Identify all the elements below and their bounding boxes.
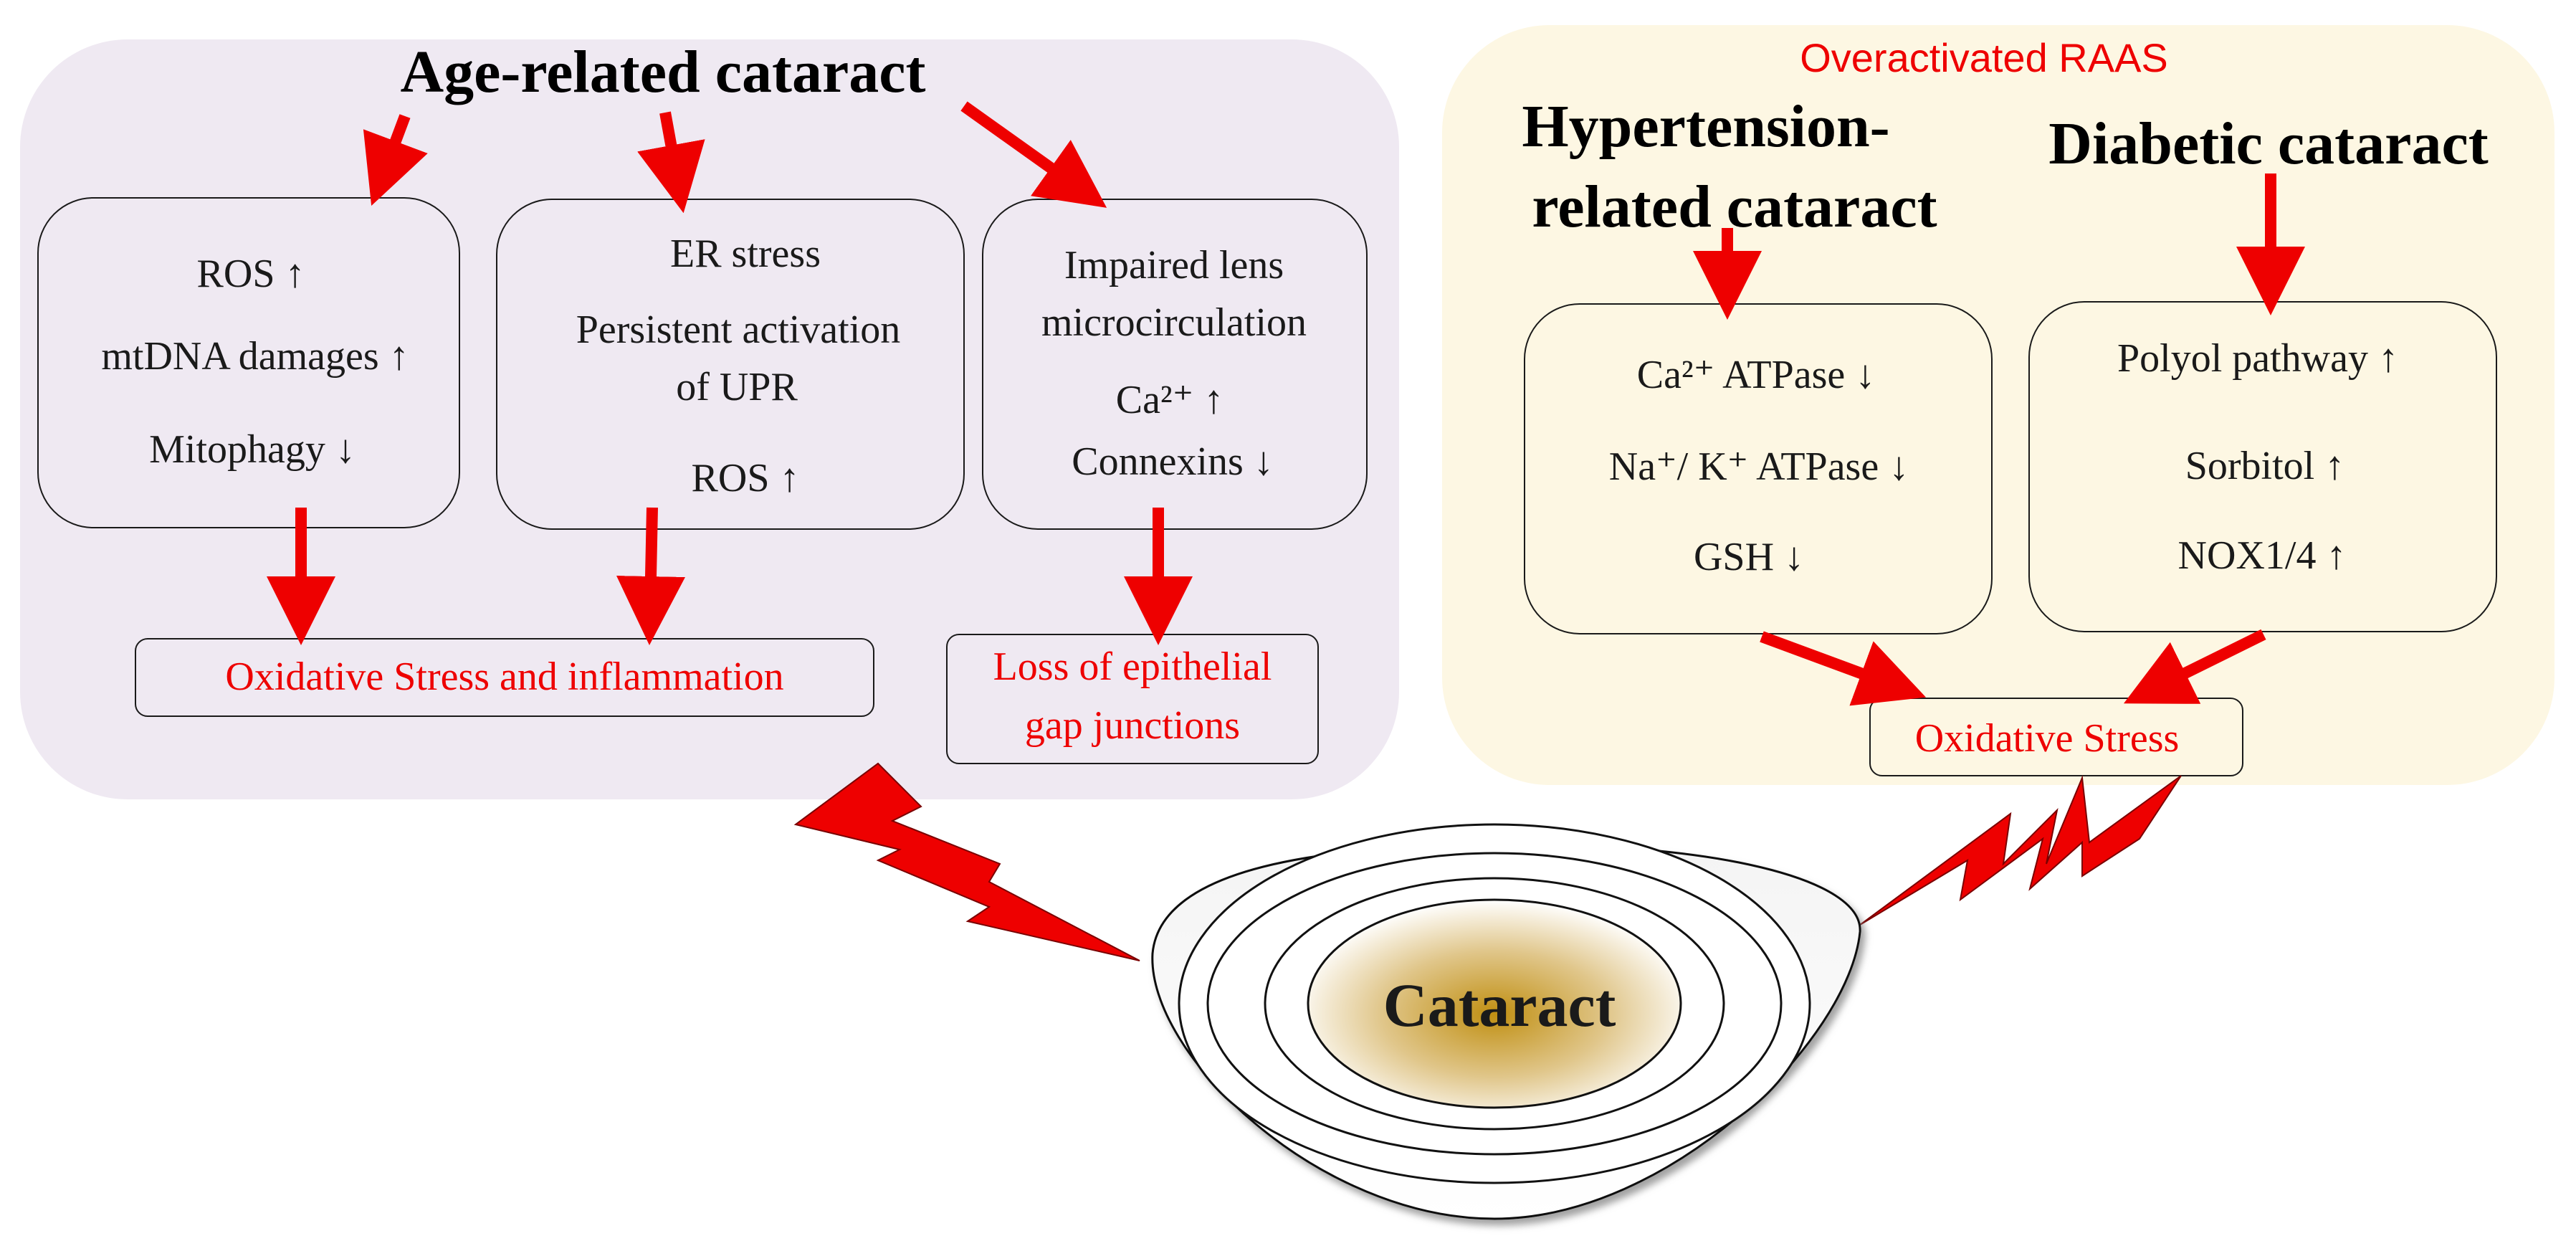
age-arrows <box>267 101 1193 645</box>
raas-oxidative-stress-label: Oxidative Stress <box>1914 716 2180 761</box>
right-lightning-bolt <box>1859 775 2182 926</box>
mito-line-3: Mitophagy ↓ <box>149 427 356 472</box>
mito-line-2: mtDNA damages ↑ <box>101 334 409 379</box>
micro-line-1: Impaired lens <box>1064 243 1284 287</box>
arrow-er-to-outcome <box>616 507 685 645</box>
er-line-4: ROS ↑ <box>691 456 800 500</box>
oxidative-stress-outcome-box <box>1869 698 2243 776</box>
mito-line-1: ROS ↑ <box>196 252 305 296</box>
diabetic-line-1: Polyol pathway ↑ <box>2117 336 2398 381</box>
oxidative-inflammation-outcome-box <box>135 638 874 717</box>
micro-line-2: microcirculation <box>1041 300 1307 345</box>
left-lightning-bolt <box>793 762 1140 961</box>
mitochondria-box <box>37 197 460 528</box>
lens-nucleus <box>1307 898 1682 1109</box>
arrow-to-mito-box <box>363 114 428 206</box>
er-line-3: of UPR <box>676 365 798 409</box>
er-line-2: Persistent activation <box>576 308 901 352</box>
hyper-line-1: Ca²⁺ ATPase ↓ <box>1636 353 1876 397</box>
gap-junction-label-2: gap junctions <box>1024 703 1241 748</box>
micro-line-3: Ca²⁺ ↑ <box>1115 378 1224 422</box>
er-stress-box <box>496 199 965 530</box>
arrow-hyper-to-outcome <box>1760 631 1927 706</box>
diabetic-line-2: Sorbitol ↑ <box>2185 444 2345 488</box>
age-related-title: Age-related cataract <box>400 39 926 105</box>
arrow-diabetic-to-outcome <box>2123 629 2266 704</box>
microcirculation-box <box>982 199 1368 530</box>
diabetic-title: Diabetic cataract <box>2048 110 2489 177</box>
hyper-line-2: Na⁺/ K⁺ ATPase ↓ <box>1608 444 1909 489</box>
cataract-label: Cataract <box>1383 971 1616 1040</box>
raas-panel <box>1442 25 2554 785</box>
raas-arrows <box>1693 173 2305 706</box>
micro-line-4: Connexins ↓ <box>1072 439 1274 484</box>
age-related-panel <box>20 39 1399 799</box>
raas-label: Overactivated RAAS <box>1800 35 2168 80</box>
hyper-line-3: GSH ↓ <box>1693 535 1805 579</box>
arrow-to-micro-box <box>960 101 1107 208</box>
diabetic-line-3: NOX1/4 ↑ <box>2177 533 2347 578</box>
er-line-1: ER stress <box>670 232 821 276</box>
arrow-to-er-box <box>637 111 705 214</box>
gap-junction-label-1: Loss of epithelial <box>993 645 1272 689</box>
oxidative-inflammation-label: Oxidative Stress and inflammation <box>225 655 784 699</box>
hypertension-title-line-2: related cataract <box>1532 173 1937 240</box>
hypertension-title-line-1: Hypertension- <box>1522 93 1890 160</box>
